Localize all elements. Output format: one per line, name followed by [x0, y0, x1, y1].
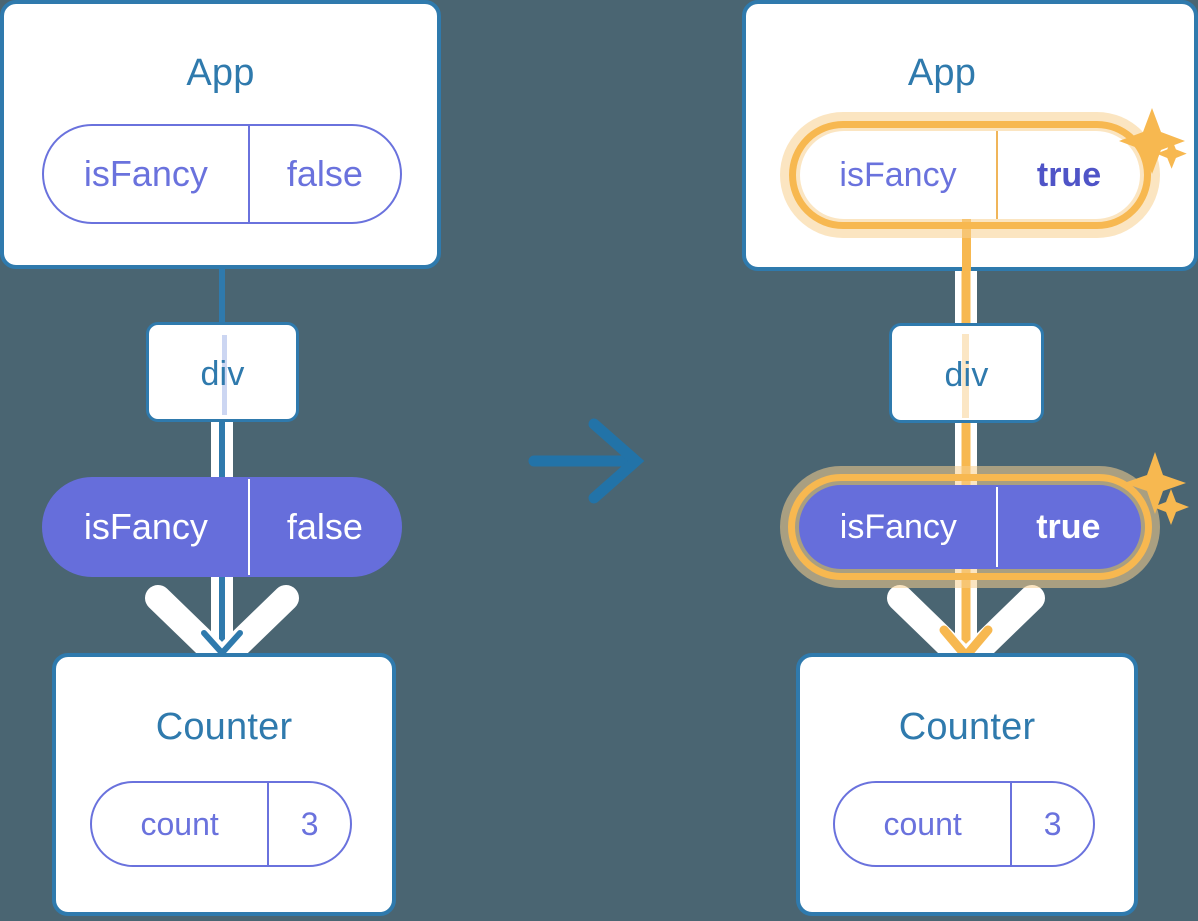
right-app-state-pill[interactable]: isFancy true — [800, 131, 1140, 219]
right-prop-key: isFancy — [839, 507, 957, 546]
left-div-label: div — [200, 355, 245, 393]
right-counter-title: Counter — [898, 706, 1036, 748]
left-app-state-pill[interactable]: isFancy false — [42, 124, 402, 224]
sparkle-icon-large — [1124, 452, 1186, 514]
right-div-label: div — [944, 356, 989, 394]
left-div-box[interactable]: div — [146, 322, 299, 422]
left-counter-state-value: 3 — [267, 783, 350, 865]
right-prop-ring — [788, 474, 1152, 580]
sparkle-icon-small — [1156, 138, 1187, 169]
left-counter-state-key: count — [140, 805, 219, 842]
right-app-state-value: true — [996, 131, 1140, 219]
left-prop-chevron-icon — [145, 585, 299, 673]
right-app-title: App — [907, 52, 977, 94]
left-app-title: App — [186, 52, 255, 94]
sparkle-icon-small — [1153, 489, 1189, 525]
left-app-state-value: false — [247, 126, 400, 222]
right-app-inner-line — [962, 215, 971, 271]
right-counter-state-key: count — [883, 805, 962, 842]
right-arrow-icon — [528, 418, 645, 504]
left-prop-key: isFancy — [83, 506, 208, 547]
right-counter-state-value: 3 — [1010, 783, 1093, 865]
left-counter-title: Counter — [155, 706, 293, 748]
sparkle-icon-large — [1119, 108, 1185, 174]
right-div-inner-line — [962, 334, 969, 418]
left-div-inner-line — [222, 335, 227, 415]
left-app-state-key: isFancy — [83, 153, 208, 194]
left-prop-value: false — [247, 479, 400, 575]
left-prop-pill[interactable]: isFancy false — [42, 477, 402, 577]
right-app-state-key: isFancy — [839, 155, 957, 194]
left-counter-state-pill[interactable]: count 3 — [90, 781, 352, 867]
right-div-box[interactable]: div — [889, 323, 1044, 423]
right-prop-pill[interactable]: isFancy true — [799, 485, 1141, 569]
right-counter-state-pill[interactable]: count 3 — [833, 781, 1095, 867]
right-app-state-ring — [789, 121, 1151, 229]
right-prop-value: true — [995, 487, 1139, 567]
right-prop-chevron-icon — [887, 585, 1045, 675]
